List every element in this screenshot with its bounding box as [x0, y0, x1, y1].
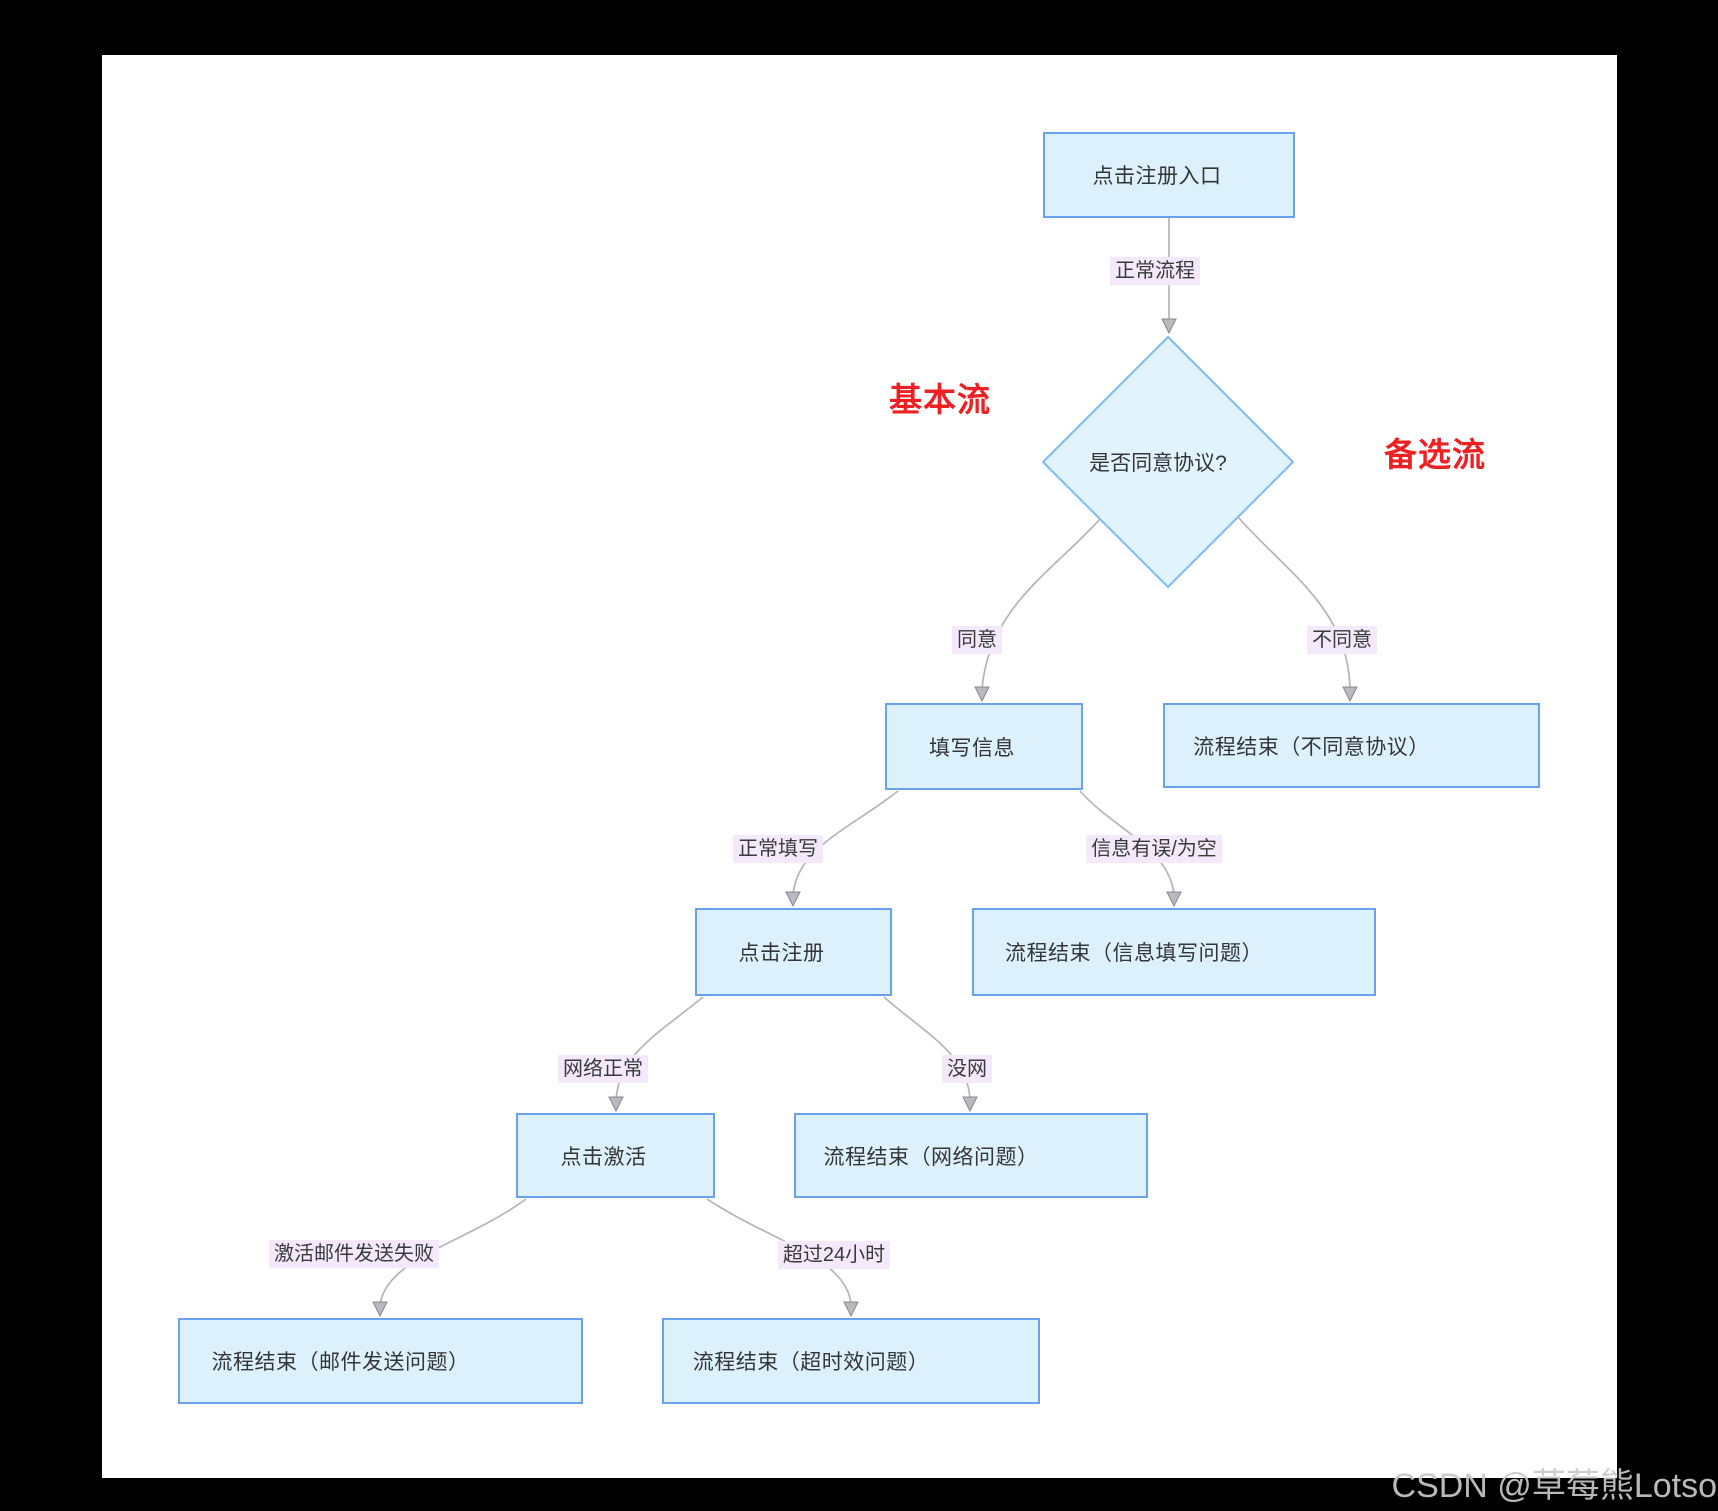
edge-disagree-line — [1237, 516, 1351, 691]
edge-label-normal-flow: 正常流程 — [1110, 257, 1200, 285]
node-end-timeout: 流程结束（超时效问题） — [662, 1318, 1040, 1404]
csdn-watermark: CSDN @草莓熊Lotso — [1391, 1467, 1717, 1505]
node-end-network: 流程结束（网络问题） — [794, 1113, 1148, 1198]
arrowhead-down-icon — [1161, 318, 1177, 335]
node-click-activate-label: 点击激活 — [560, 1145, 647, 1169]
edge-agree-line — [981, 518, 1101, 691]
decision-node-label: 是否同意协议? — [1089, 452, 1227, 475]
node-end-disagree-label: 流程结束（不同意协议） — [1193, 735, 1430, 759]
edge-label-over-24h: 超过24小时 — [777, 1241, 891, 1269]
node-end-mail-fail: 流程结束（邮件发送问题） — [178, 1318, 583, 1404]
edge-label-info-error: 信息有误/为空 — [1086, 835, 1222, 863]
arrowhead-down-icon — [372, 1301, 388, 1318]
node-fill-info-label: 填写信息 — [929, 736, 1015, 760]
arrowhead-down-icon — [962, 1096, 978, 1113]
node-end-info-error-label: 流程结束（信息填写问题） — [1005, 942, 1263, 965]
node-end-info-error: 流程结束（信息填写问题） — [972, 908, 1376, 996]
edge-network-ok-line — [615, 996, 704, 1101]
node-end-mail-fail-label: 流程结束（邮件发送问题） — [211, 1351, 470, 1374]
annotation-alternate-flow: 备选流 — [1384, 436, 1486, 473]
edge-normal-fill-line — [792, 790, 899, 896]
node-click-activate: 点击激活 — [516, 1113, 715, 1198]
arrowhead-down-icon — [1342, 686, 1358, 703]
node-start: 点击注册入口 — [1043, 132, 1295, 218]
arrowhead-down-icon — [785, 891, 801, 908]
node-end-network-label: 流程结束（网络问题） — [823, 1145, 1039, 1169]
edge-label-disagree: 不同意 — [1307, 626, 1377, 654]
edge-label-normal-fill: 正常填写 — [733, 835, 823, 863]
node-end-disagree: 流程结束（不同意协议） — [1163, 703, 1540, 788]
arrowhead-down-icon — [843, 1301, 859, 1318]
node-click-register: 点击注册 — [695, 908, 892, 996]
annotation-basic-flow: 基本流 — [889, 381, 991, 418]
edge-label-agree: 同意 — [952, 626, 1002, 654]
node-click-register-label: 点击注册 — [738, 942, 825, 965]
edge-no-network-line — [883, 996, 971, 1101]
edge-label-no-network: 没网 — [942, 1055, 992, 1083]
node-end-timeout-label: 流程结束（超时效问题） — [692, 1351, 930, 1374]
node-start-label: 点击注册入口 — [1092, 165, 1222, 188]
node-fill-info: 填写信息 — [885, 703, 1083, 790]
edge-label-network-ok: 网络正常 — [558, 1055, 648, 1083]
decision-node-shape — [1041, 335, 1295, 589]
arrowhead-down-icon — [608, 1096, 624, 1113]
arrowhead-down-icon — [1166, 891, 1182, 908]
arrowhead-down-icon — [974, 686, 990, 703]
edge-label-mail-fail: 激活邮件发送失败 — [269, 1240, 439, 1268]
